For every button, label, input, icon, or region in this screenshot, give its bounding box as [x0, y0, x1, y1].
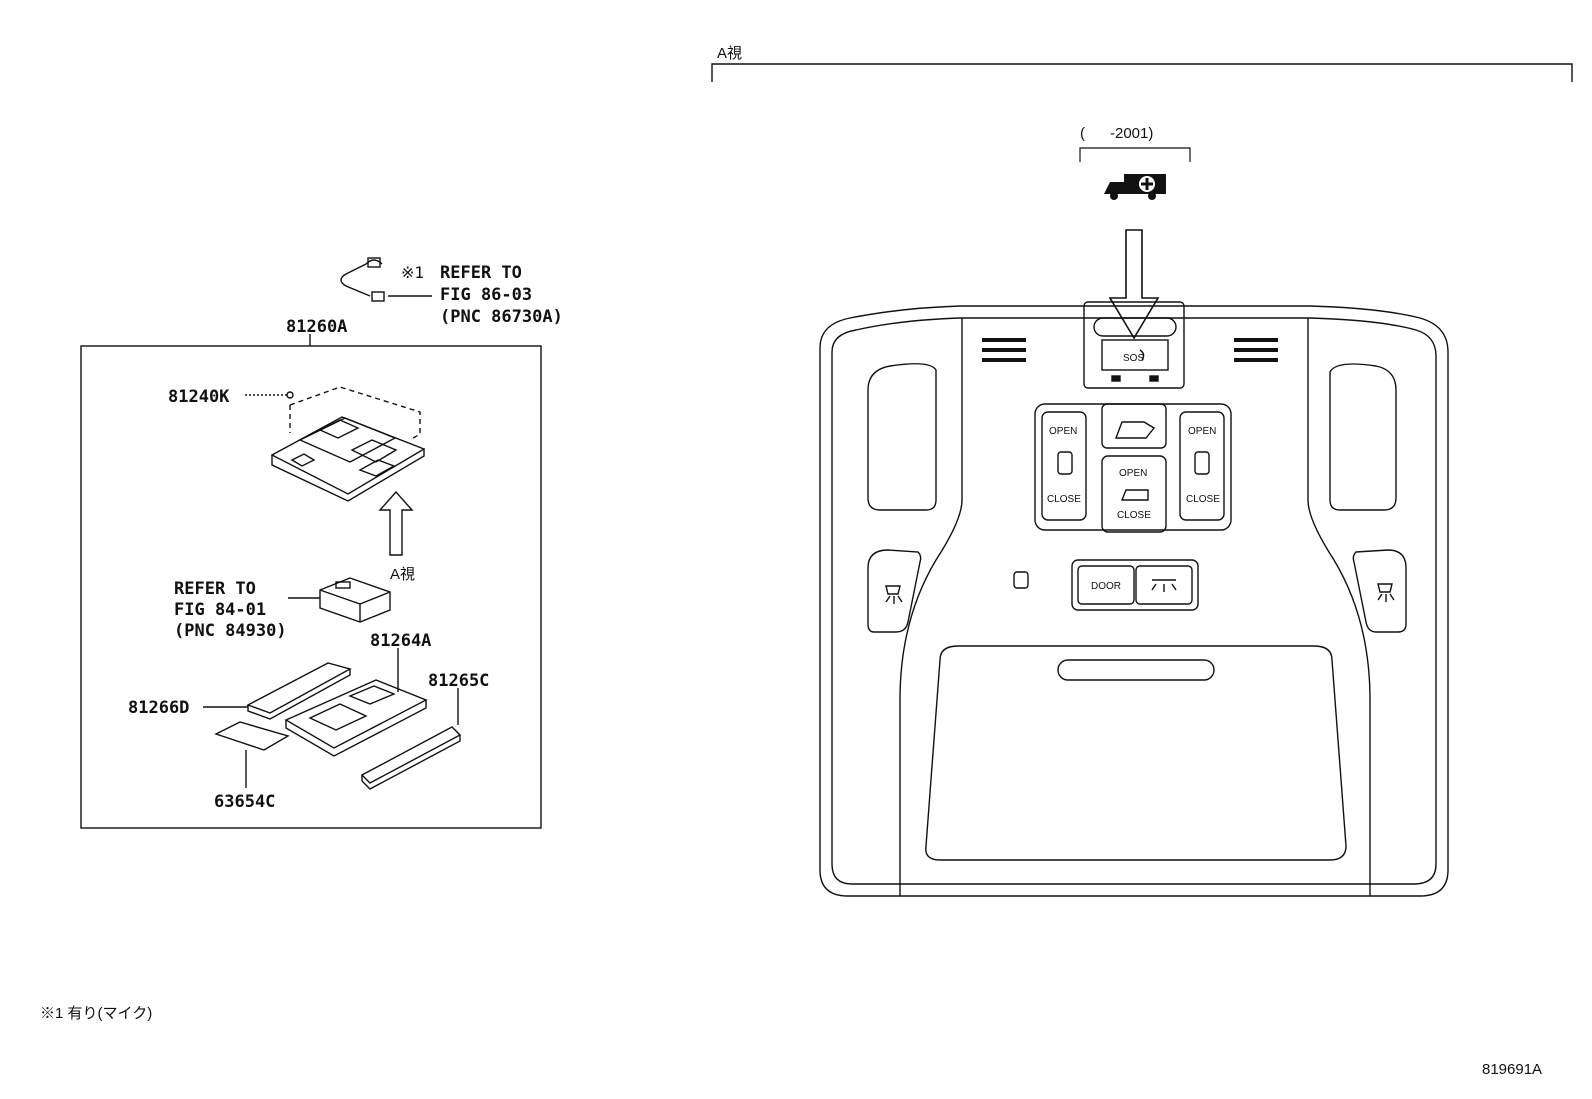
part-number-81265C[interactable]: 81265C — [428, 671, 489, 691]
console-housing-icon — [270, 386, 426, 502]
room-lamp-switch-block — [1071, 559, 1199, 611]
right-view-label: A視 — [717, 45, 742, 62]
sos-module — [1083, 301, 1185, 389]
left-view-label: A視 — [390, 566, 415, 583]
wire-note-line3: (PNC 86730A) — [440, 307, 563, 327]
door-right-icon — [1194, 451, 1210, 475]
ref84-line2: FIG 84-01 — [174, 600, 266, 620]
left-panel — [80, 257, 542, 829]
lower-cover-icon — [284, 679, 428, 757]
ref84-line3: (PNC 84930) — [174, 621, 287, 641]
sensor-icon — [1013, 571, 1029, 589]
part-number-81266D[interactable]: 81266D — [128, 698, 189, 718]
lamp-bulb-icon — [286, 391, 294, 399]
module-84930-icon — [319, 577, 391, 623]
center-close-label: CLOSE — [1117, 510, 1151, 521]
right-open-label: OPEN — [1188, 426, 1216, 437]
ref84-line1: REFER TO — [174, 579, 256, 599]
date-bracket — [1079, 147, 1191, 162]
right-trim-icon — [360, 726, 462, 790]
sunglass-holder[interactable] — [925, 645, 1347, 861]
door-label: DOOR — [1091, 581, 1121, 592]
wire-note-line2: FIG 86-03 — [440, 285, 532, 305]
left-vent-grille — [982, 338, 1026, 362]
view-bracket — [711, 63, 1573, 82]
left-lamp-icon — [885, 585, 903, 604]
date-range-label: ( -2001) — [1080, 125, 1153, 142]
microphone-wire-icon — [340, 257, 385, 302]
pad-icon — [214, 721, 290, 751]
part-number-81260A[interactable]: 81260A — [286, 317, 347, 337]
right-vent-grille — [1234, 338, 1278, 362]
left-map-lamp-button[interactable] — [867, 549, 922, 633]
right-lamp-icon — [1377, 583, 1395, 602]
rear-door-button[interactable] — [1101, 403, 1167, 449]
right-map-lamp-button[interactable] — [1352, 549, 1407, 633]
room-lamp-button[interactable] — [1135, 565, 1193, 605]
van-rear-icon — [1114, 421, 1156, 439]
part-number-81264A[interactable]: 81264A — [370, 631, 431, 651]
power-door-button[interactable] — [1101, 455, 1167, 533]
part-number-81240K[interactable]: 81240K — [168, 387, 230, 407]
left-trim-icon — [246, 662, 352, 720]
right-close-label: CLOSE — [1186, 494, 1220, 505]
left-door-button[interactable] — [1041, 411, 1087, 521]
left-close-label: CLOSE — [1047, 494, 1081, 505]
sos-label: SOS — [1123, 353, 1144, 364]
door-left-icon — [1057, 451, 1073, 475]
center-open-label: OPEN — [1119, 468, 1147, 479]
overhead-console — [819, 301, 1449, 897]
wire-note-line1: REFER TO — [440, 263, 522, 283]
down-arrow-icon — [1108, 229, 1160, 340]
assembly-box — [80, 345, 542, 829]
diagram-id: 819691A — [1482, 1061, 1542, 1078]
wire-note-mark: ※1 — [401, 263, 424, 282]
footnote: ※1 有り(マイク) — [40, 1005, 152, 1022]
ambulance-icon — [1104, 174, 1166, 200]
view-arrow-icon — [378, 490, 414, 556]
door-lamp-button[interactable] — [1077, 565, 1135, 605]
part-number-63654C[interactable]: 63654C — [214, 792, 275, 812]
room-lamp-icon — [1151, 579, 1177, 592]
van-side-icon — [1120, 489, 1149, 501]
sunglass-holder-handle[interactable] — [1057, 659, 1215, 681]
left-open-label: OPEN — [1049, 426, 1077, 437]
right-door-button[interactable] — [1179, 411, 1225, 521]
